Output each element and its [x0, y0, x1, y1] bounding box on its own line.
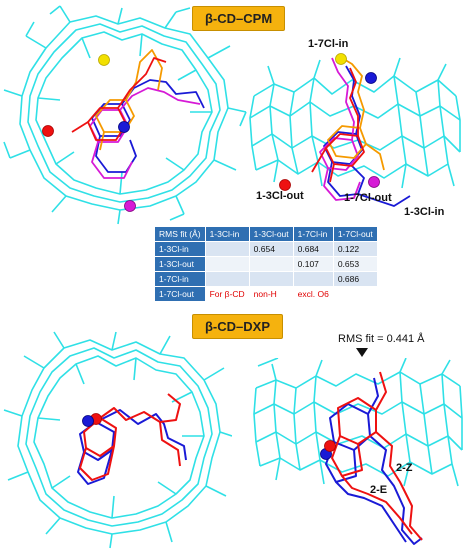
- table-corner-header: RMS fit (Å): [154, 226, 206, 242]
- cpm-top-view-molecule: [3, 5, 247, 225]
- label-1-3cl-in: 1-3Cl-in: [404, 206, 445, 218]
- label-2-e: 2-E: [370, 484, 388, 496]
- table-row: 1-7Cl-in 0.686: [154, 271, 378, 287]
- column-header: 1-3Cl-in: [204, 226, 250, 242]
- panel-title-dxp: β-CD–DXP: [192, 314, 283, 339]
- dxp-side-view-molecule: [253, 358, 463, 545]
- table-row: 1-3Cl-in 0.654 0.684 0.122: [154, 241, 378, 257]
- table-cell: 0.684: [292, 241, 334, 257]
- table-cell: [204, 256, 250, 272]
- table-footnote-cell: non-H: [248, 286, 294, 302]
- table-cell: [292, 271, 334, 287]
- row-header: 1-3Cl-in: [154, 241, 206, 257]
- table-cell: 0.122: [332, 241, 378, 257]
- row-header: 1-7Cl-out: [154, 286, 206, 302]
- cpm-side-view-molecule: [249, 53, 461, 207]
- table-footnote-cell: For β-CD: [204, 286, 250, 302]
- table-cell: [204, 241, 250, 257]
- table-cell: 0.686: [332, 271, 378, 287]
- row-header: 1-3Cl-out: [154, 256, 206, 272]
- table-row: 1-3Cl-out 0.107 0.653: [154, 256, 378, 272]
- dxp-top-view-molecule: [3, 331, 232, 549]
- column-header: 1-7Cl-in: [292, 226, 334, 242]
- down-arrow-icon: [356, 348, 368, 357]
- rms-fit-annotation: RMS fit = 0.441 Å: [338, 333, 425, 345]
- table-cell: 0.654: [248, 241, 294, 257]
- table-cell: [248, 271, 294, 287]
- row-header: 1-7Cl-in: [154, 271, 206, 287]
- label-1-7cl-in: 1-7Cl-in: [308, 38, 349, 50]
- table-footnote-cell: [332, 286, 378, 302]
- label-2-z: 2-Z: [396, 462, 413, 474]
- table-cell: 0.653: [332, 256, 378, 272]
- panel-title-cpm: β-CD–CPM: [192, 6, 286, 31]
- label-1-3cl-out: 1-3Cl-out: [256, 190, 304, 202]
- table-cell: [248, 256, 294, 272]
- rms-fit-table: RMS fit (Å) 1-3Cl-in 1-3Cl-out 1-7Cl-in …: [154, 226, 378, 302]
- column-header: 1-7Cl-out: [332, 226, 378, 242]
- table-row: 1-7Cl-out For β-CD non-H excl. O6: [154, 286, 378, 302]
- table-footnote-cell: excl. O6: [292, 286, 334, 302]
- table-cell: [204, 271, 250, 287]
- column-header: 1-3Cl-out: [248, 226, 294, 242]
- table-cell: 0.107: [292, 256, 334, 272]
- label-1-7cl-out: 1-7Cl-out: [344, 192, 392, 204]
- table-header-row: RMS fit (Å) 1-3Cl-in 1-3Cl-out 1-7Cl-in …: [154, 226, 378, 242]
